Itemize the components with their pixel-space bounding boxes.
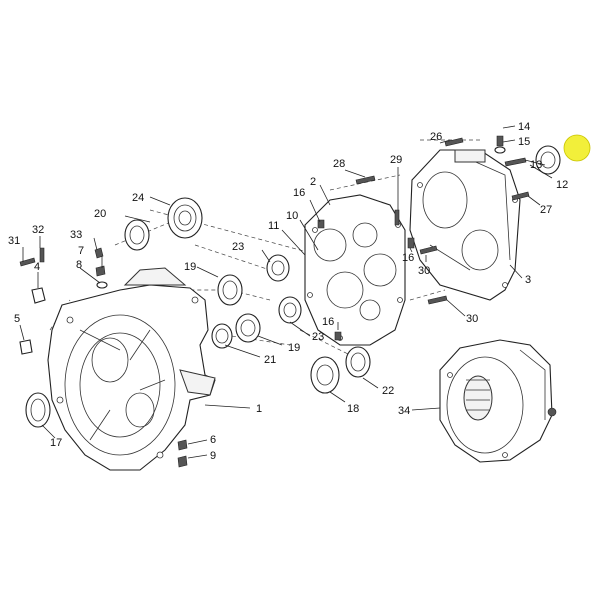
callout-12: 12	[556, 179, 568, 191]
callout-27: 27	[540, 204, 552, 216]
bolt-part-32	[39, 247, 45, 263]
bolt-part-9	[177, 455, 188, 468]
rear-cover-part-3	[409, 149, 521, 301]
callout-11: 11	[268, 220, 279, 232]
plug-part-4	[31, 287, 46, 304]
bearing-part-19-lower	[235, 313, 261, 343]
callouts: 1 2 3 4 5 6 7 8 9 10 11 12 13 14 15 16 1…	[8, 121, 568, 462]
callout-23a: 23	[232, 241, 244, 253]
bolt-part-27	[511, 191, 530, 201]
callout-20: 20	[94, 208, 106, 220]
bolt-part-31	[19, 257, 36, 267]
bolt-part-6	[177, 439, 188, 451]
intermediate-plate-part-2	[304, 194, 406, 346]
callout-8: 8	[76, 259, 82, 271]
callout-6: 6	[210, 434, 216, 446]
bearing-part-19-upper	[217, 274, 243, 306]
callout-33: 33	[70, 229, 82, 241]
plug-part-7	[95, 265, 106, 277]
callout-24: 24	[132, 192, 144, 204]
washer-part-8	[96, 281, 108, 289]
callout-28: 28	[333, 158, 345, 170]
callout-10: 10	[286, 210, 298, 222]
bolt-part-26	[444, 137, 464, 147]
bearing-part-23-upper	[266, 254, 290, 282]
callout-4: 4	[34, 261, 40, 273]
highlight-circle	[563, 134, 591, 162]
washer-part-15	[494, 146, 506, 154]
gearbox-assembly-part-34	[439, 339, 557, 463]
bolt-part-30-lower	[427, 295, 448, 305]
callout-22: 22	[382, 385, 394, 397]
callout-19b: 19	[288, 342, 300, 354]
bearing-part-18	[310, 356, 340, 394]
bolt-part-30-upper	[419, 245, 438, 255]
callout-7: 7	[78, 245, 84, 257]
callout-1: 1	[256, 403, 262, 415]
callout-30a: 30	[418, 265, 430, 277]
leader-lines	[19, 125, 553, 459]
bearing-part-24	[167, 197, 203, 239]
seal-part-17	[25, 392, 51, 428]
plug-part-33	[94, 247, 104, 259]
callout-15: 15	[518, 136, 530, 148]
bolt-part-13	[504, 157, 527, 167]
bolt-part-29	[394, 209, 400, 226]
plug-part-5	[19, 339, 33, 355]
callout-13: 13	[530, 159, 542, 171]
callout-16c: 16	[402, 252, 414, 264]
pin-part-16b	[334, 331, 342, 341]
callout-2: 2	[310, 176, 316, 188]
callout-19a: 19	[184, 261, 196, 273]
callout-5: 5	[14, 313, 20, 325]
pin-part-16a	[317, 219, 325, 229]
callout-16a: 16	[293, 187, 305, 199]
callout-14: 14	[518, 121, 530, 133]
callout-17: 17	[50, 437, 62, 449]
callout-21: 21	[264, 354, 276, 366]
callout-16b: 16	[322, 316, 334, 328]
bearing-part-20	[124, 219, 150, 251]
callout-29: 29	[390, 154, 402, 166]
callout-31: 31	[8, 235, 20, 247]
callout-3: 3	[525, 274, 531, 286]
callout-30b: 30	[466, 313, 478, 325]
callout-32: 32	[32, 224, 44, 236]
bolts	[19, 135, 530, 468]
callout-9: 9	[210, 450, 216, 462]
seal-part-25	[535, 145, 561, 175]
bearing-part-22	[345, 346, 371, 378]
bearing-part-23-lower	[278, 296, 302, 324]
callout-26: 26	[430, 131, 442, 143]
pin-part-16c	[407, 237, 415, 249]
callout-23b: 23	[312, 331, 324, 343]
callout-34: 34	[398, 405, 410, 417]
main-housing-part-1	[47, 267, 216, 471]
callout-18: 18	[347, 403, 359, 415]
plug-part-14	[496, 135, 504, 147]
ring-part-21	[211, 323, 233, 349]
bolt-part-28	[355, 175, 376, 185]
